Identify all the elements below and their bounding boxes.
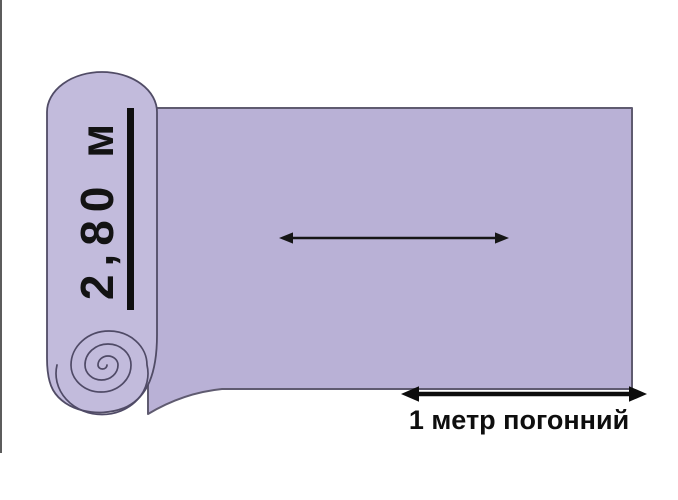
linear-meter-arrow-icon	[401, 386, 647, 402]
sheet-direction-arrow-icon	[279, 232, 509, 244]
roll-spiral-icon	[55, 330, 149, 416]
left-frame-line	[0, 0, 2, 453]
roll-width-label: 2,80 м	[71, 115, 123, 301]
linear-meter-label: 1 метр погонний	[408, 405, 630, 435]
fabric-sheet	[147, 107, 633, 415]
roll-label-underline	[127, 108, 134, 310]
